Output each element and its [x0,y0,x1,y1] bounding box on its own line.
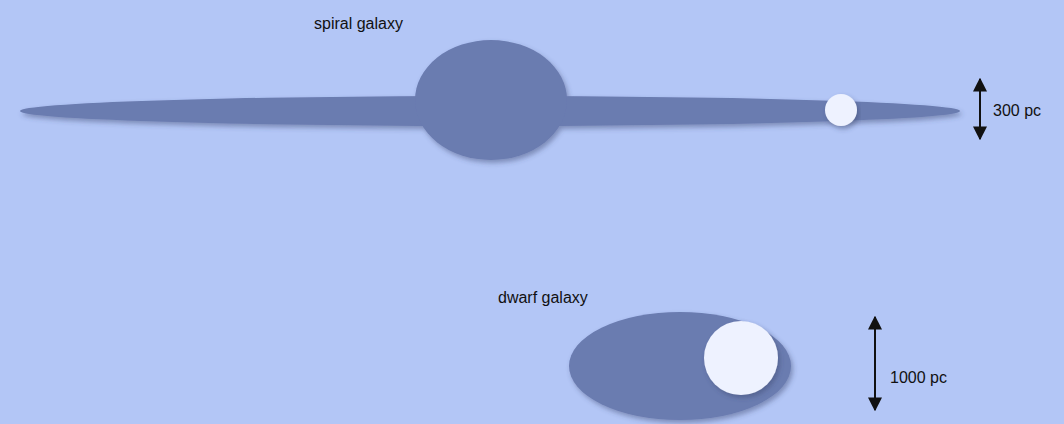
galaxy-name: spiral galaxy [314,14,403,33]
dimension-label: 1000 pc [890,368,947,387]
spiral-galaxy [20,40,960,160]
dimension-arrow [874,317,876,410]
dimension-arrow [979,79,981,139]
dwarf-galaxy [569,312,791,420]
galaxy-name: dwarf galaxy [498,288,588,307]
region-circle [825,94,857,126]
region-circle [704,321,778,395]
galaxy-bulge [415,40,567,160]
dimension-label: 300 pc [993,101,1041,120]
